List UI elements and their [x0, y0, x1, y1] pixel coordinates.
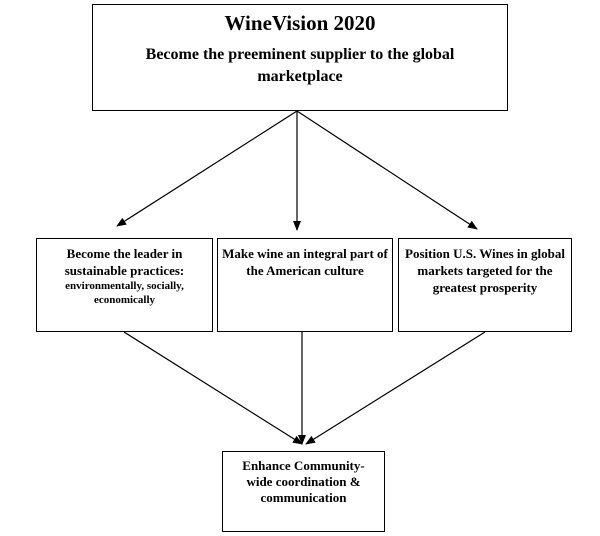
goal-box-culture: Make wine an integral part of the Americ… — [217, 238, 393, 332]
goal-sustainable-text: Become the leader in sustainable practic… — [64, 246, 185, 278]
arrow-top-to-right — [296, 110, 478, 230]
goal-global-markets-text: Position U.S. Wines in global markets ta… — [405, 246, 565, 295]
vision-box: WineVision 2020 Become the preeminent su… — [92, 4, 508, 111]
vision-subtitle: Become the preeminent supplier to the gl… — [145, 46, 455, 85]
goal-box-global-markets: Position U.S. Wines in global markets ta… — [398, 238, 572, 332]
goal-culture-text: Make wine an integral part of the Americ… — [222, 246, 388, 278]
arrow-right-to-bottom — [305, 331, 486, 445]
outcome-coordination-text: Enhance Community-wide coordination & co… — [242, 458, 365, 505]
goal-sustainable-detail: environmentally, socially, economically — [65, 280, 184, 306]
outcome-box-coordination: Enhance Community-wide coordination & co… — [222, 451, 385, 532]
arrow-top-to-left — [116, 110, 298, 227]
vision-title: WineVision 2020 — [224, 11, 376, 35]
goal-box-sustainable: Become the leader in sustainable practic… — [36, 238, 213, 332]
arrow-left-to-bottom — [123, 331, 303, 445]
